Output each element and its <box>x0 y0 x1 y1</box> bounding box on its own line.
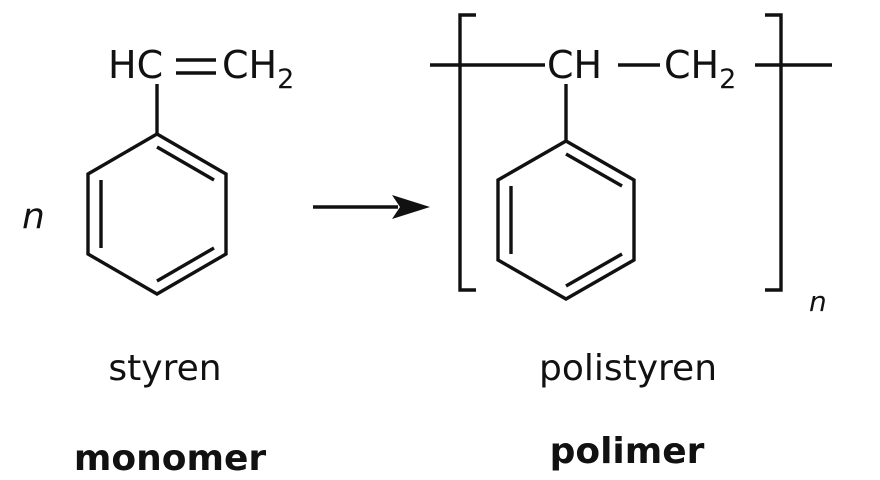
monomer-coefficient: n <box>22 196 45 237</box>
polymer-ch2-label: CH2 <box>664 43 736 95</box>
polymer-benzene-ring <box>496 139 636 301</box>
polymer-name: polistyren <box>539 348 717 389</box>
monomer-name: styren <box>108 348 221 389</box>
polymer-structure: CH CH2 n polistyren polimer <box>430 13 832 472</box>
monomer-benzene-ring <box>86 132 228 296</box>
monomer-ch2-label: CH2 <box>222 43 294 95</box>
right-bracket <box>765 13 783 292</box>
reaction-arrow <box>313 195 430 219</box>
polymer-ch-label: CH <box>547 43 602 87</box>
monomer-double-bond <box>176 58 216 75</box>
monomer-role: monomer <box>74 438 267 479</box>
monomer-vinyl-ch-label: HC <box>108 43 163 87</box>
polymer-role: polimer <box>550 431 705 472</box>
monomer-structure: n HC CH2 styren monomer <box>22 43 294 479</box>
left-bracket <box>458 13 476 292</box>
polymer-repeat-index: n <box>809 285 827 318</box>
